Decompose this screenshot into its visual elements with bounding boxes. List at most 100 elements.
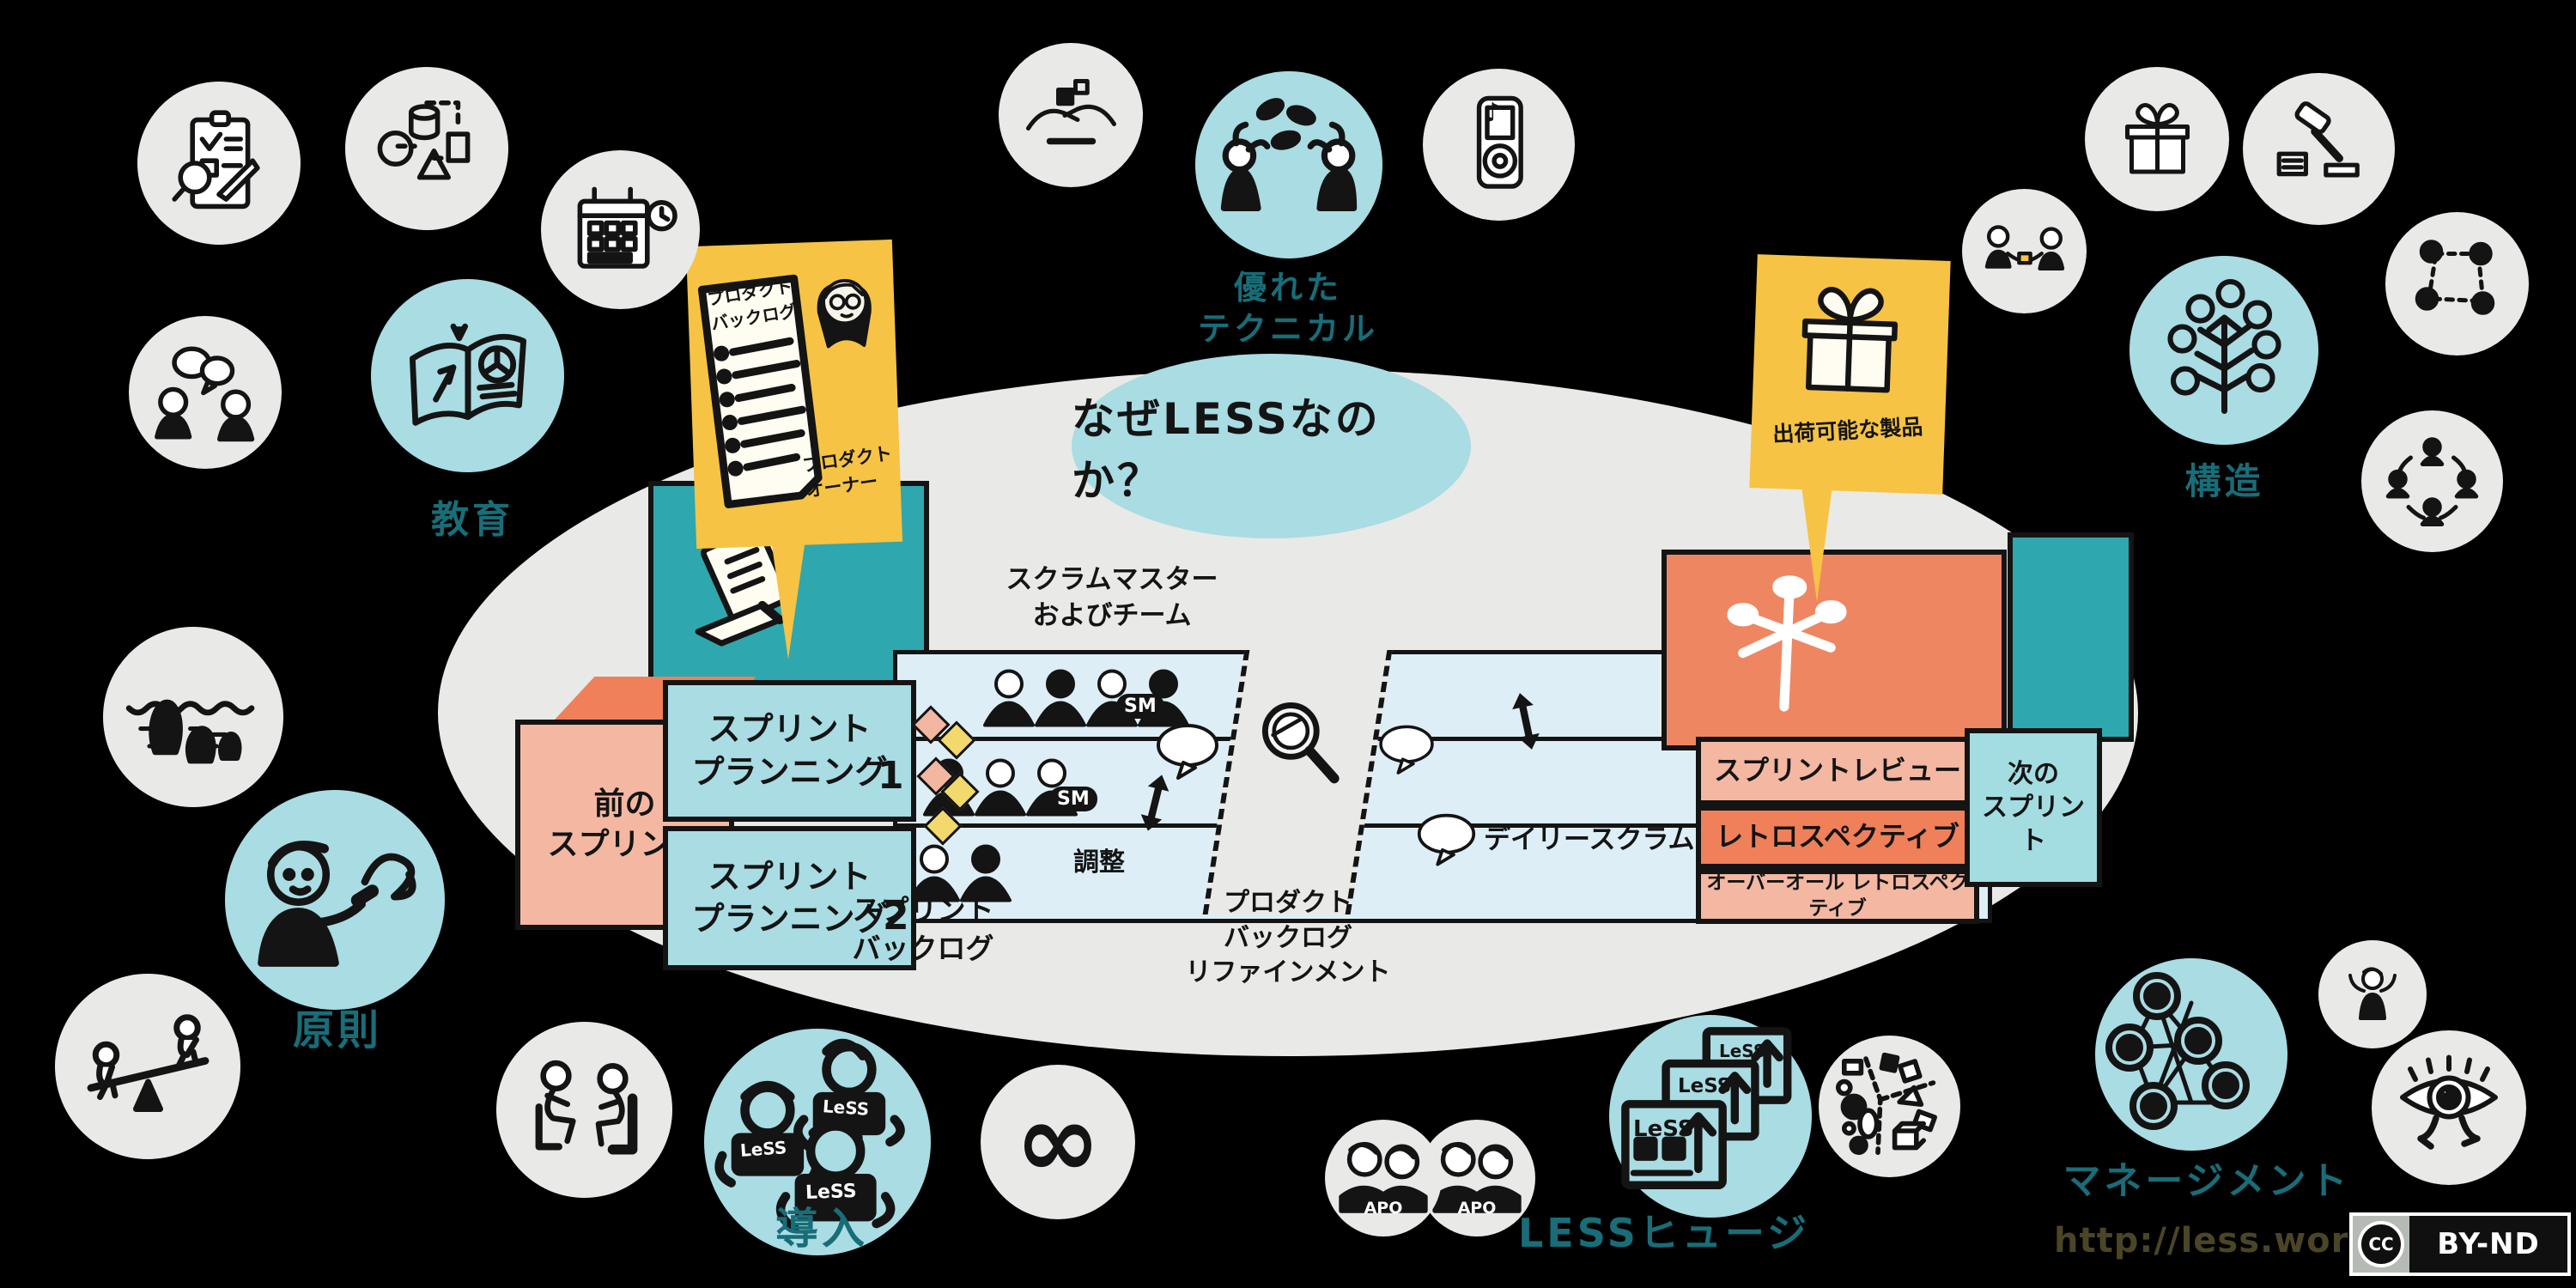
cheering-circle — [2318, 940, 2427, 1048]
less-huge-circle: LeSS LeSS LeSS — [1609, 1015, 1812, 1218]
gift-box-icon — [1801, 287, 1899, 393]
apo-badge: APO — [1457, 1199, 1497, 1218]
rocks-circle — [103, 627, 283, 807]
conversation-circle — [129, 316, 282, 469]
callout-pointer — [771, 539, 805, 659]
apo-circle-2: APO — [1419, 1120, 1535, 1236]
cc-license-badge: CC BY-ND — [2349, 1212, 2571, 1276]
refinement-label: プロダクト バックログ リファインメント — [1185, 888, 1391, 987]
structure-label: 構造 — [2184, 460, 2264, 502]
gift-icon — [2124, 102, 2190, 173]
product-backlog-callout: プロダクト バックログ プロダクト オーナー — [685, 239, 903, 550]
network-dashed-circle — [2385, 212, 2529, 355]
product-owner-avatar — [817, 278, 872, 349]
speech-bubble-icon — [1379, 725, 1434, 775]
less-box-text: LeSS — [1633, 1116, 1694, 1142]
open-book-icon — [409, 323, 526, 426]
teamwork-circle — [999, 43, 1143, 187]
apo-pair-icon — [1432, 1141, 1522, 1213]
team-row-2 — [923, 758, 1078, 817]
adoption-label: 導入 — [775, 1204, 868, 1254]
seesaw-circle — [55, 974, 240, 1159]
management-circle — [2095, 958, 2287, 1151]
title-ellipse: なぜLESSなのか？ — [1072, 354, 1471, 538]
rocks-water-icon — [125, 699, 255, 764]
music-note-icon: ♪ — [1485, 98, 1502, 128]
next-sprint-side-block — [2008, 532, 2134, 742]
callout-pointer — [1801, 486, 1832, 602]
walking-eye-icon — [2400, 1054, 2498, 1150]
geometry-shapes-icon — [377, 100, 471, 180]
shapes-circle — [345, 67, 508, 230]
walking-eye-circle — [2372, 1030, 2526, 1185]
adoption-circle: LeSS LeSS LeSS — [704, 1029, 931, 1255]
two-chairs-talk-icon — [535, 1060, 638, 1155]
sprint-planning-2-block: スプリント プランニング — [663, 826, 916, 970]
less-box-text: LeSS — [1719, 1041, 1766, 1061]
sm-badge-2: SM — [1049, 787, 1097, 811]
retrospective-block: レトロスペクティブ — [1696, 805, 1979, 869]
research-circle — [137, 82, 301, 245]
daily-scrum-label: デイリースクラム — [1484, 824, 1695, 855]
source-url: http://less.works — [2054, 1221, 2394, 1261]
sprint-end-block — [1662, 550, 2007, 750]
music-player-icon — [1476, 95, 1523, 189]
sprint-planning-1-block: スプリント プランニング — [663, 680, 916, 822]
faces-network-icon — [2105, 972, 2250, 1130]
less-boxes-icon — [1621, 1027, 1792, 1189]
education-circle — [371, 279, 564, 472]
sm-badge-1: SM — [1116, 694, 1164, 719]
apo-badge: APO — [1364, 1199, 1403, 1218]
daily-scrum-bubble-icon — [1417, 813, 1476, 866]
apo-pair-icon — [1339, 1141, 1428, 1213]
infinity-circle: ∞ — [981, 1065, 1135, 1219]
magnifier-icon — [1261, 702, 1340, 784]
education-label: 教育 — [431, 498, 513, 542]
cheering-person-icon — [2348, 967, 2397, 1020]
page-title: なぜLESSなのか？ — [1072, 393, 1381, 506]
license-label: BY-ND — [2437, 1227, 2540, 1261]
coaching-circle — [496, 1022, 672, 1198]
shippable-product-label: 出荷可能な製品 — [1771, 414, 1923, 447]
handover-icon — [1984, 224, 2064, 270]
scattered-shapes-icon — [1835, 1052, 1937, 1155]
sprint-review-block: スプリントレビュー — [1696, 737, 1979, 805]
management-label: マネージメント — [2063, 1159, 2351, 1203]
less-shirts-people-icon — [714, 1038, 905, 1233]
less-shirt-text: LeSS — [739, 1137, 787, 1161]
team-row-3 — [908, 844, 1012, 902]
calendar-circle — [541, 150, 700, 309]
music-player-circle: ♪ — [1423, 69, 1575, 221]
less-shirt-text: LeSS — [822, 1096, 870, 1120]
less-box-text: LeSS — [1678, 1075, 1732, 1097]
apple-tree-icon — [2166, 278, 2281, 414]
technical-circle — [1195, 71, 1382, 258]
speech-bubble-icon — [1157, 724, 1218, 780]
principles-circle — [225, 790, 445, 1010]
people-ring-icon — [2385, 437, 2479, 526]
dashed-network-icon — [2415, 240, 2495, 315]
hands-puzzle-icon — [1025, 78, 1116, 144]
rules-circle — [2243, 73, 2395, 225]
cc-logo-section: CC — [2353, 1216, 2409, 1273]
planning-1-number: 1 — [878, 754, 904, 798]
next-sprint-block: 次の スプリント — [1965, 728, 2102, 887]
planning-2-number: 2 — [883, 895, 909, 939]
cc-logo-icon: CC — [2358, 1221, 2404, 1267]
clipboard-magnifier-icon — [172, 110, 260, 210]
people-circle-circle — [2361, 410, 2503, 552]
less-shirt-text: LeSS — [805, 1180, 858, 1205]
apo-circle-1: APO — [1325, 1120, 1442, 1236]
jugglers-icon — [1220, 98, 1358, 211]
coordination-label: 調整 — [1073, 848, 1125, 878]
sprint-backlog-label: スプリント バックログ — [852, 893, 994, 965]
structure-circle — [2129, 256, 2318, 445]
handover-circle — [1962, 189, 2087, 313]
gavel-icon — [2276, 100, 2360, 177]
drawing-person-icon — [257, 840, 416, 967]
calendar-clock-icon — [577, 186, 677, 269]
infinity-icon: ∞ — [1015, 1082, 1101, 1201]
two-people-chat-icon — [154, 346, 254, 441]
backlog-doc-icon — [697, 274, 823, 508]
